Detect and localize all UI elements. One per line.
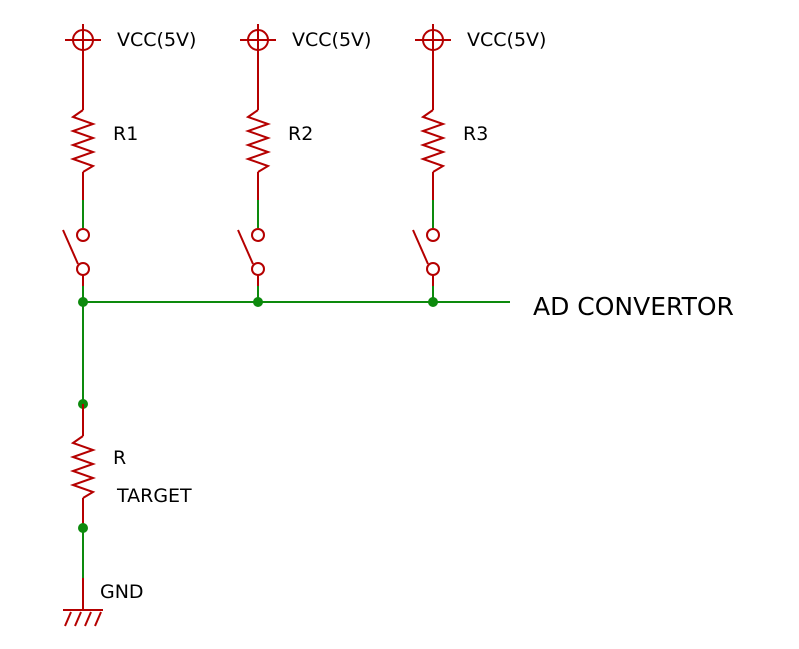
branch-3: VCC(5V) R3 <box>412 24 546 302</box>
target-label: TARGET <box>116 485 192 507</box>
branch-1: VCC(5V) R1 <box>62 24 196 302</box>
switch-3[interactable] <box>412 200 440 302</box>
switch-2[interactable] <box>237 200 265 302</box>
vcc-label-2: VCC(5V) <box>292 29 371 51</box>
vcc-label-1: VCC(5V) <box>117 29 196 51</box>
branch-2: VCC(5V) R2 <box>237 24 371 302</box>
vcc-label-3: VCC(5V) <box>467 29 546 51</box>
vcc-symbol-2 <box>240 24 276 110</box>
vcc-symbol-1 <box>65 24 101 110</box>
switch-1[interactable] <box>62 200 90 302</box>
resistor-r3 <box>419 109 447 173</box>
target-name-label: R <box>113 447 126 469</box>
resistor-label-r3: R3 <box>463 123 488 145</box>
gnd-label: GND <box>100 581 144 603</box>
resistor-label-r2: R2 <box>288 123 313 145</box>
resistor-label-r1: R1 <box>113 123 138 145</box>
resistor-r1 <box>69 109 97 173</box>
ad-convertor-label: AD CONVERTOR <box>533 292 734 321</box>
junction-node-3 <box>428 297 438 307</box>
resistor-target <box>69 435 97 499</box>
vcc-symbol-3 <box>415 24 451 110</box>
resistor-r2 <box>244 109 272 173</box>
ground-symbol <box>63 578 103 627</box>
junction-node-2 <box>253 297 263 307</box>
